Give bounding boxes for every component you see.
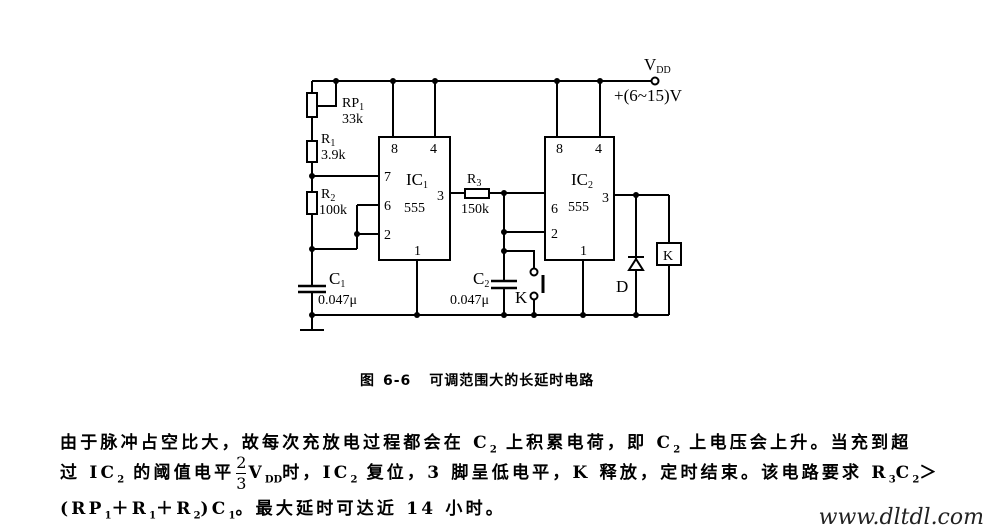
ic2-pin4: 4: [595, 142, 602, 157]
paragraph-line-1: 由于脉冲占空比大，故每次充放电过程都会在 C2 上积累电荷，即 C2 上电压会上…: [60, 433, 912, 456]
ic2-type: 555: [568, 200, 589, 215]
r3-resistor-icon: [464, 188, 490, 199]
paragraph-line-3: (RP1＋R1＋R2)C1。最大延时可达近 14 小时。: [60, 499, 506, 522]
r3-label: R3: [467, 172, 481, 189]
r1-value: 3.9k: [321, 148, 346, 163]
c2-label: C2: [473, 269, 489, 290]
relay-coil-icon: [656, 242, 682, 266]
wires: [300, 80, 670, 331]
caption-number: 6-6: [383, 373, 412, 389]
ic1-pin6: 6: [384, 199, 391, 214]
diode-icon: [627, 256, 645, 271]
r2-resistor-icon: [306, 191, 318, 215]
diode-label: D: [616, 277, 628, 296]
ic1-pin8: 8: [391, 142, 398, 157]
caption-prefix: 图: [360, 373, 375, 389]
vdd-terminal-icon: [650, 76, 660, 86]
r1-label: R1: [321, 132, 335, 149]
c2-capacitor-icon: [491, 279, 517, 290]
ic1-label: IC1: [406, 170, 428, 191]
ic2-pin2: 2: [551, 227, 558, 242]
circuit-schematic: VDD +(6~15)V RP1 33k R1 3.9k R2 100k C1 …: [298, 55, 683, 331]
c1-label: C1: [329, 269, 345, 290]
ic2-label: IC2: [571, 170, 593, 191]
rp1-label: RP1: [342, 96, 364, 113]
vdd-label: VDD: [644, 55, 671, 76]
junction-dots: [309, 78, 639, 318]
switch-k-label: K: [515, 288, 528, 307]
c2-value: 0.047μ: [450, 293, 489, 308]
ic1-type: 555: [404, 201, 425, 216]
ic2-pin3: 3: [602, 191, 609, 206]
r2-label: R2: [321, 187, 335, 204]
r1-resistor-icon: [306, 140, 318, 163]
rp1-value: 33k: [342, 112, 363, 127]
relay-label: K: [663, 249, 673, 264]
ic1-pin3: 3: [437, 189, 444, 204]
rp1-resistor-icon: [306, 92, 318, 118]
supply-range-label: +(6~15)V: [614, 86, 683, 105]
ic1-pin1: 1: [414, 244, 421, 259]
r3-value: 150k: [461, 202, 489, 217]
ic1-pin4: 4: [430, 142, 437, 157]
ic1-pin2: 2: [384, 228, 391, 243]
caption-title: 可调范围大的长延时电路: [429, 373, 595, 389]
ic1-pin7: 7: [384, 170, 391, 185]
ic2-pin8: 8: [556, 142, 563, 157]
watermark: www.dltdl.com: [818, 505, 984, 530]
c1-capacitor-icon: [298, 284, 326, 294]
r2-value: 100k: [319, 203, 347, 218]
figure-caption: 图 6-6 可调范围大的长延时电路: [360, 370, 594, 390]
ic1-555-box: [378, 136, 451, 261]
ic2-pin1: 1: [580, 244, 587, 259]
c1-value: 0.047μ: [318, 293, 357, 308]
pushbutton-switch-icon: [529, 267, 545, 301]
ic2-pin6: 6: [551, 202, 558, 217]
ic2-555-box: [544, 136, 615, 261]
